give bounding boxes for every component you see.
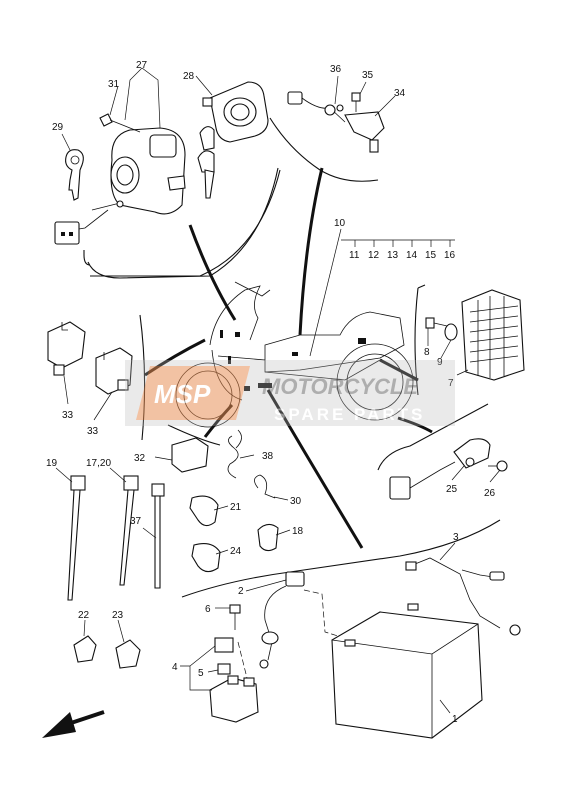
watermark: MSP MOTORCYCLE SPARE PARTS <box>125 360 455 426</box>
callout-37: 37 <box>130 516 142 527</box>
bolt-31 <box>99 113 141 133</box>
spare-keys <box>197 126 215 199</box>
rectifier-regulator <box>461 289 525 381</box>
fuse-box-32 <box>171 437 209 473</box>
clamp-30 <box>254 474 276 499</box>
callout-30: 30 <box>290 496 302 507</box>
bolt-35 <box>351 92 361 112</box>
callout-15: 15 <box>425 250 437 261</box>
callout-8: 8 <box>424 347 430 358</box>
callout-3: 3 <box>453 532 459 543</box>
motorcycle-outline <box>175 281 414 428</box>
callout-23: 23 <box>112 610 124 621</box>
relay-33-lower <box>95 347 133 395</box>
cable-tie-17-20 <box>119 475 139 586</box>
frame-fuse-group <box>167 424 221 446</box>
battery-1 <box>331 603 483 739</box>
bolt-26 <box>488 460 508 472</box>
starter-relay-4 <box>209 637 259 723</box>
callout-18: 18 <box>292 526 304 537</box>
callout-24: 24 <box>230 546 242 557</box>
clamp-21 <box>189 495 219 527</box>
callout-4: 4 <box>172 662 178 673</box>
main-switch-assembly <box>54 127 186 245</box>
watermark-logo-shape <box>136 366 250 420</box>
coupler-23 <box>115 639 141 669</box>
callout-7: 7 <box>448 378 454 389</box>
lock-cover <box>202 81 269 143</box>
callout-33-lower: 33 <box>87 426 99 437</box>
relay-33-upper <box>47 321 86 376</box>
sensor-25 <box>389 438 491 500</box>
callout-35: 35 <box>362 70 374 81</box>
callout-27: 27 <box>136 60 148 71</box>
callout-32: 32 <box>134 453 146 464</box>
callout-10: 10 <box>334 218 346 229</box>
bolt-6 <box>229 604 241 630</box>
callout-34: 34 <box>394 88 406 99</box>
callout-22: 22 <box>78 610 90 621</box>
screw-rod <box>91 200 124 211</box>
callout-36: 36 <box>330 64 342 75</box>
callout-31: 31 <box>108 79 120 90</box>
watermark-band <box>125 360 455 426</box>
callout-13: 13 <box>387 250 399 261</box>
cable-tie-19 <box>67 475 86 601</box>
callout-29: 29 <box>52 122 64 133</box>
callout-38: 38 <box>262 451 274 462</box>
dashed-link-2 <box>303 589 339 637</box>
battery-cable-2 <box>259 571 305 669</box>
frame-regulator-group <box>414 284 426 396</box>
clamp-18 <box>257 523 279 552</box>
watermark-line2: SPARE PARTS <box>274 405 425 424</box>
frame-sensor-group <box>377 403 489 471</box>
callout-1: 1 <box>452 714 458 725</box>
clip-38 <box>227 429 242 479</box>
pointer-ignition <box>188 224 237 321</box>
pointer-fuse <box>203 403 234 438</box>
watermark-line1: MOTORCYCLE <box>262 374 419 399</box>
key-icon <box>65 149 84 201</box>
pointer-relay <box>144 338 206 377</box>
callout-21: 21 <box>230 502 242 513</box>
pointer-battery <box>266 389 364 549</box>
washer-9 <box>444 323 458 341</box>
fuse-5 <box>217 663 231 675</box>
clamp-24 <box>191 543 221 573</box>
pointer-regulator <box>379 358 419 382</box>
callout-17-20: 17,20 <box>86 458 111 469</box>
callout-28: 28 <box>183 71 195 82</box>
callout-2: 2 <box>238 586 244 597</box>
callout-12: 12 <box>368 250 380 261</box>
cable-tie-37 <box>151 483 165 589</box>
battery-cable-3 <box>405 557 521 636</box>
callout-33-upper: 33 <box>62 410 74 421</box>
callout-5: 5 <box>198 668 204 679</box>
watermark-logo: MSP <box>154 379 211 409</box>
callout-16: 16 <box>444 250 456 261</box>
frame-ignition-group <box>83 169 281 277</box>
frame-ignition-group-bottom <box>87 167 279 279</box>
pointer-sensor <box>397 416 433 434</box>
coupler-22 <box>73 635 97 663</box>
front-direction-arrow-icon <box>42 710 105 738</box>
callout-6: 6 <box>205 604 211 615</box>
callout-25: 25 <box>446 484 458 495</box>
callout-9: 9 <box>437 357 443 368</box>
callout-11: 11 <box>349 250 360 261</box>
callout-labels: 27 28 31 29 36 35 34 10 11 12 13 14 15 1… <box>46 60 496 725</box>
callout-14: 14 <box>406 250 418 261</box>
sidestand-switch <box>287 91 385 153</box>
frame-battery-group <box>181 519 501 598</box>
leader-lines <box>55 67 501 714</box>
frame-relay-group <box>139 314 146 441</box>
callout-26: 26 <box>484 488 496 499</box>
frame-switch-group <box>269 117 379 182</box>
callout-19: 19 <box>46 458 58 469</box>
pointer-switch <box>298 167 324 336</box>
